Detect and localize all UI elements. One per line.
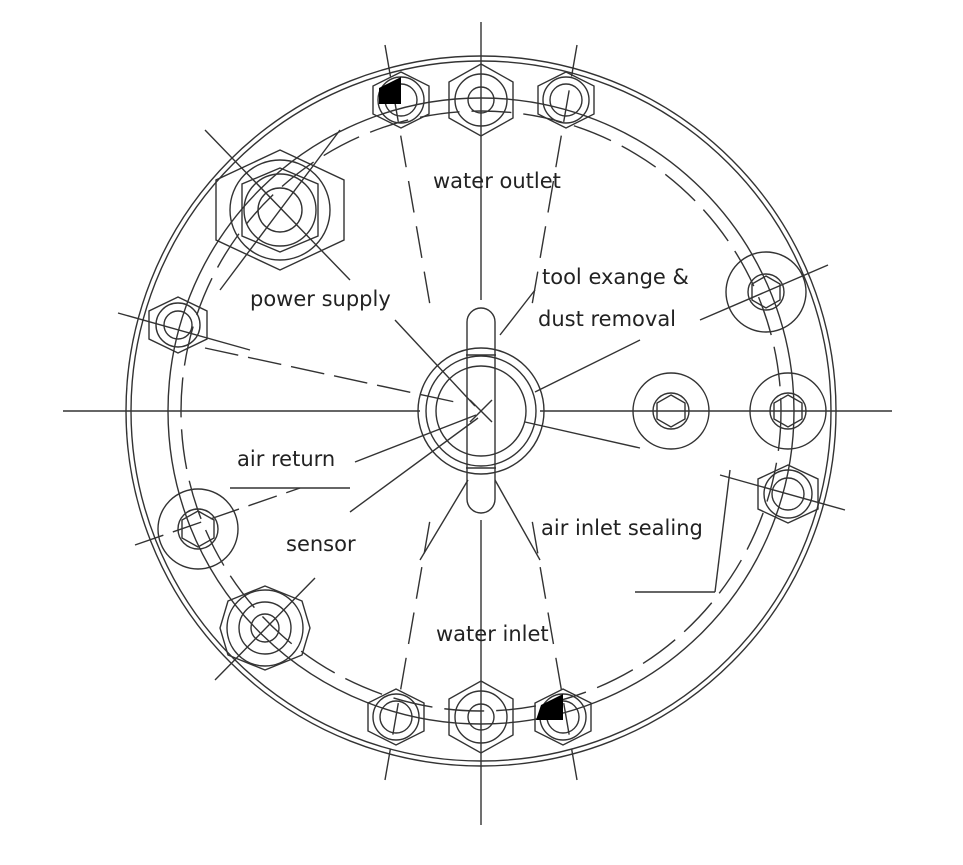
label-tool-exchange-line1: tool exange & bbox=[542, 265, 689, 289]
central-union bbox=[417, 307, 545, 514]
left-lower-port bbox=[134, 487, 301, 570]
label-air-inlet-sealing: air inlet sealing bbox=[541, 516, 703, 540]
top-left-port-fill-marker bbox=[379, 77, 401, 104]
leader-lines bbox=[204, 289, 731, 593]
right-middle-port bbox=[749, 372, 827, 450]
water-inlet-port bbox=[448, 680, 514, 754]
label-air-return: air return bbox=[237, 447, 335, 471]
label-water-outlet: water outlet bbox=[433, 169, 561, 193]
centerlines bbox=[63, 22, 892, 825]
right-upper-port bbox=[699, 251, 829, 333]
label-power-supply: power supply bbox=[250, 287, 391, 311]
bottom-right-port-fill-marker bbox=[536, 694, 563, 720]
top-right-port bbox=[537, 71, 595, 129]
label-water-inlet: water inlet bbox=[436, 622, 549, 646]
label-sensor: sensor bbox=[286, 532, 356, 556]
bottom-left-port bbox=[367, 688, 425, 746]
large-lower-left-port bbox=[214, 577, 316, 681]
right-lower-port bbox=[719, 464, 846, 524]
tool-exchange-port bbox=[632, 372, 710, 450]
water-outlet-port bbox=[448, 63, 514, 137]
label-tool-exchange-line2: dust removal bbox=[538, 307, 676, 331]
large-upper-left-port bbox=[204, 129, 351, 291]
left-upper-port bbox=[117, 296, 251, 354]
